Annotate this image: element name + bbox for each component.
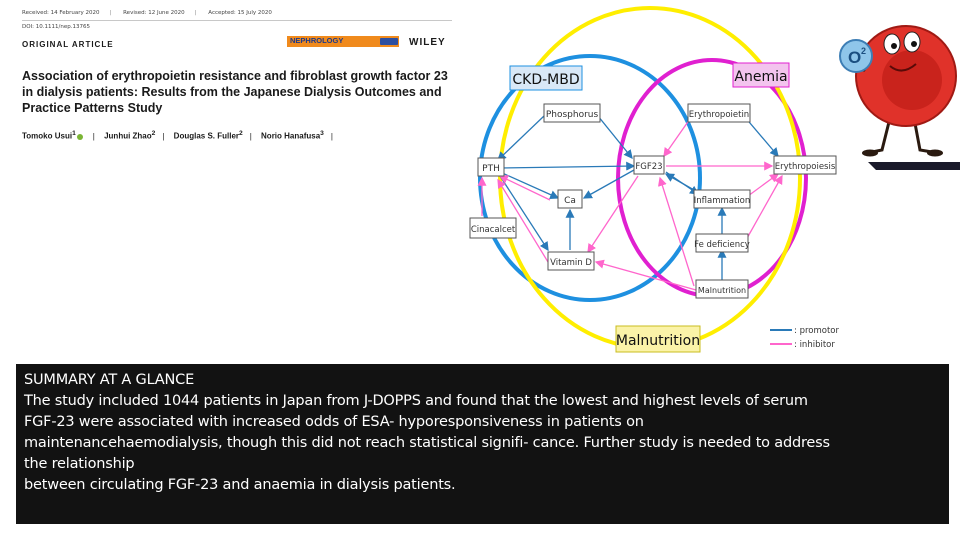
summary-line: FGF-23 were associated with increased od… <box>24 414 644 430</box>
section-label: ORIGINAL ARTICLE <box>22 40 114 49</box>
node-cinacalcet: Cinacalcet <box>469 217 517 239</box>
malnutrition-label: Malnutrition <box>616 333 700 349</box>
node-fgf23: FGF23 <box>633 155 665 175</box>
node-phosphorus-label: Phosphorus <box>546 110 599 120</box>
header-rule <box>22 20 452 21</box>
revised-date: Revised: 12 June 2020 <box>123 10 185 16</box>
accepted-date: Accepted: 15 July 2020 <box>208 10 272 16</box>
orcid-icon <box>76 133 83 140</box>
pathway-diagram-svg: CKD-MBD Anemia Malnutrition <box>469 6 839 353</box>
anemia-label: Anemia <box>734 69 787 85</box>
ckd-mbd-label: CKD-MBD <box>512 72 579 88</box>
red-blood-cell-illustration: O 2 <box>838 10 960 170</box>
node-erythropoietin-label: Erythropoietin <box>689 110 749 120</box>
author-name: Douglas S. Fuller <box>173 131 240 141</box>
node-vitamin-d-label: Vitamin D <box>550 258 592 268</box>
oxygen-bubble-subscript: 2 <box>861 46 866 56</box>
summary-line: maintenancehaemodialysis, though this di… <box>24 435 830 451</box>
legend-inhibitor-label: : inhibitor <box>794 340 835 350</box>
article-doi: DOI: 10.1111/nep.13765 <box>22 24 90 30</box>
red-blood-cell-svg: O 2 <box>839 25 960 170</box>
legend-promotor-label: : promotor <box>794 326 839 336</box>
summary-line: The study included 1044 patients in Japa… <box>24 393 808 409</box>
node-malnutrition-label: Malnutrition <box>698 286 746 295</box>
node-vitamin-d: Vitamin D <box>547 251 595 271</box>
node-fe-deficiency-label: Fe deficiency <box>694 240 750 250</box>
node-ca: Ca <box>557 189 583 209</box>
author-affiliation: 2 <box>151 130 156 137</box>
author-name: Junhui Zhao <box>104 131 152 141</box>
article-dates: Received: 14 February 2020| Revised: 12 … <box>22 10 272 16</box>
node-phosphorus: Phosphorus <box>543 103 601 123</box>
node-erythropoietin: Erythropoietin <box>687 103 751 123</box>
received-date: Received: 14 February 2020 <box>22 10 100 16</box>
diagram-edges <box>477 115 783 291</box>
author-list: Tomoko Usui1| Junhui Zhao2| Douglas S. F… <box>22 130 333 141</box>
journal-name: NEPHROLOGY <box>290 36 344 45</box>
node-pth-label: PTH <box>482 164 500 174</box>
summary-line: between circulating FGF-23 and anaemia i… <box>24 477 456 493</box>
node-cinacalcet-label: Cinacalcet <box>471 225 516 235</box>
author-name: Tomoko Usui <box>22 131 73 141</box>
anemia-circle <box>616 58 808 298</box>
node-ca-label: Ca <box>564 196 576 206</box>
summary-line: the relationship <box>24 456 135 472</box>
author-affiliation: 3 <box>320 130 324 137</box>
article-title: Association of erythropoietin resistance… <box>22 69 448 115</box>
node-erythropoiesis: Erythropoiesis <box>773 155 837 175</box>
summary-heading: SUMMARY AT A GLANCE <box>24 372 195 388</box>
article-header: Received: 14 February 2020| Revised: 12 … <box>0 0 460 150</box>
node-malnutrition: Malnutrition <box>695 279 749 299</box>
pathway-diagram: CKD-MBD Anemia Malnutrition <box>460 0 840 360</box>
diagram-legend: : promotor : inhibitor <box>770 326 839 350</box>
author-affiliation: 2 <box>239 130 243 137</box>
node-inflammation: Inflammation <box>693 189 751 209</box>
journal-badge-icon <box>380 38 398 45</box>
malnutrition-circle <box>498 6 802 350</box>
node-fe-deficiency: Fe deficiency <box>694 233 750 253</box>
publisher-logo: WILEY <box>409 37 446 48</box>
node-fgf23-label: FGF23 <box>635 162 662 172</box>
author-affiliation: 1 <box>72 130 76 137</box>
oxygen-bubble-label: O <box>848 48 861 67</box>
node-pth: PTH <box>477 157 505 177</box>
node-inflammation-label: Inflammation <box>694 196 751 206</box>
node-erythropoiesis-label: Erythropoiesis <box>775 162 836 172</box>
author-name: Norio Hanafusa <box>261 131 321 141</box>
summary-panel: SUMMARY AT A GLANCE The study included 1… <box>16 364 949 524</box>
journal-banner <box>287 36 399 47</box>
